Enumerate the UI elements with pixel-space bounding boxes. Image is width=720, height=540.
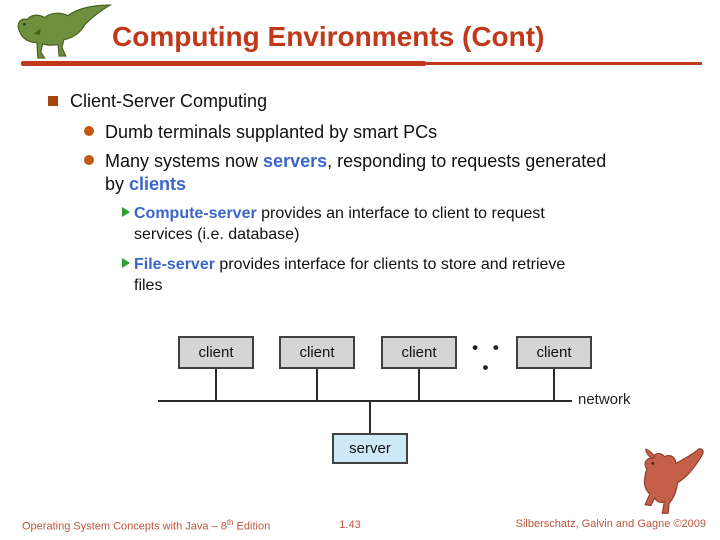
- client-box-label: client: [198, 344, 234, 361]
- title-underline-thin: [424, 62, 702, 65]
- footer-credits: Silberschatz, Galvin and Gagne ©2009: [515, 518, 706, 530]
- emphasis-segment: File-server: [134, 256, 215, 273]
- bullet-item-dumb-terminals: Dumb terminals supplanted by smart PCs: [84, 121, 437, 144]
- emphasis-segment: Compute-server: [134, 205, 257, 222]
- bullet-item-compute-server: Compute-server provides an interface to …: [122, 203, 545, 245]
- footer-book-title: Operating System Concepts with Java – 8t…: [22, 518, 270, 533]
- text-segment: Many systems now: [105, 151, 264, 171]
- bullet-item-many-systems: Many systems now servers, responding to …: [84, 150, 606, 196]
- client-box-label: client: [401, 344, 437, 361]
- client-box: client: [279, 336, 355, 369]
- text-segment: , responding to requests generated: [327, 151, 607, 171]
- dinosaur-logo-icon: [17, 4, 113, 59]
- ellipsis-dots: • • •: [472, 338, 504, 377]
- bullet-text-line: Many systems now servers, responding to …: [105, 150, 606, 173]
- bullet-text: Client-Server Computing: [70, 91, 268, 111]
- connector-line: [553, 369, 555, 400]
- text-segment: Operating System Concepts with Java – 8: [22, 520, 227, 533]
- text-segment: Edition: [233, 520, 271, 533]
- server-box-label: server: [349, 440, 391, 457]
- bullet-text-line: files: [134, 277, 163, 294]
- connector-line: [369, 402, 371, 433]
- client-box: client: [381, 336, 457, 369]
- bullet-text: Dumb terminals supplanted by smart PCs: [105, 122, 438, 142]
- emphasis-segment: servers: [263, 151, 328, 171]
- client-box-label: client: [299, 344, 335, 361]
- square-bullet-icon: [48, 96, 58, 106]
- footer-page-number: 1.43: [339, 519, 361, 531]
- emphasis-segment: clients: [129, 174, 187, 194]
- network-label: network: [578, 391, 631, 408]
- footer-dinosaur-icon: [643, 448, 704, 514]
- text-segment: by: [105, 174, 130, 194]
- page-title: Computing Environments (Cont): [112, 21, 545, 52]
- bullet-text-line: Compute-server provides an interface to …: [134, 203, 545, 224]
- text-segment: provides interface for clients to store …: [214, 256, 566, 273]
- bullet-item-client-server: Client-Server Computing: [48, 91, 267, 112]
- title-underline-thick: [21, 61, 426, 66]
- round-bullet-icon: [84, 126, 94, 136]
- server-box: server: [332, 433, 408, 464]
- network-line: [158, 400, 572, 402]
- client-server-diagram: client client client client • • • networ…: [150, 330, 650, 470]
- superscript-th: th: [226, 518, 234, 527]
- client-box: client: [178, 336, 254, 369]
- text-segment: provides an interface to client to reque…: [256, 205, 545, 222]
- client-box: client: [516, 336, 592, 369]
- arrow-bullet-icon: [122, 258, 130, 268]
- bullet-text-line: File-server provides interface for clien…: [134, 254, 565, 275]
- client-box-label: client: [536, 344, 572, 361]
- connector-line: [418, 369, 420, 400]
- bullet-item-file-server: File-server provides interface for clien…: [122, 254, 565, 296]
- connector-line: [215, 369, 217, 400]
- bullet-text: Many systems now servers, responding to …: [105, 150, 606, 196]
- bullet-text-line: services (i.e. database): [134, 226, 300, 243]
- bullet-text: File-server provides interface for clien…: [134, 254, 565, 296]
- bullet-text-line: by clients: [105, 173, 606, 196]
- bullet-text: Compute-server provides an interface to …: [134, 203, 545, 245]
- connector-line: [316, 369, 318, 400]
- round-bullet-icon: [84, 155, 94, 165]
- arrow-bullet-icon: [122, 207, 130, 217]
